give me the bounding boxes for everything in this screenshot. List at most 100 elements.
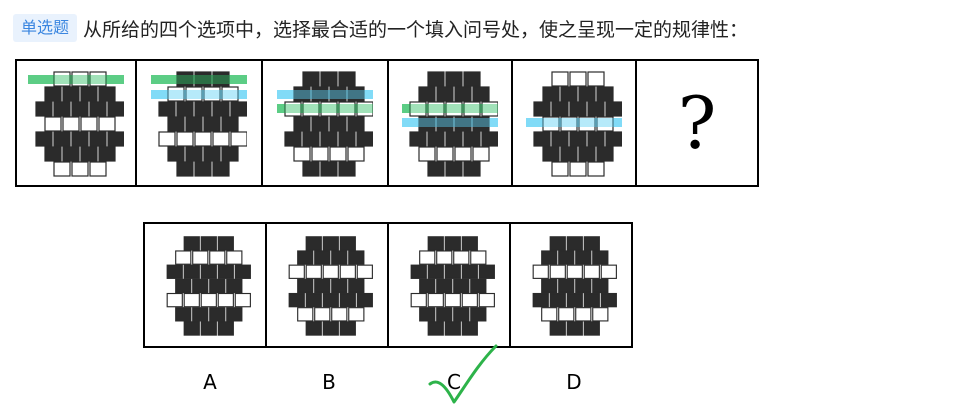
hex-block (470, 250, 487, 265)
hex-block (569, 131, 587, 147)
hex-block (107, 101, 124, 117)
hex-block (560, 116, 578, 132)
hex-block (44, 86, 62, 102)
hex-block (311, 116, 329, 132)
hex-block (338, 71, 356, 87)
option-label-a[interactable]: A (203, 370, 217, 394)
hex-block (445, 131, 463, 147)
hex-block (98, 146, 116, 162)
hex-block (453, 278, 470, 294)
hex-block (293, 86, 311, 102)
hex-block (89, 131, 107, 147)
hex-block (194, 161, 212, 177)
hex-block (348, 250, 365, 265)
hex-block (587, 71, 605, 87)
hex-block (566, 292, 583, 308)
hex-block (194, 101, 212, 117)
option-label-c[interactable]: C (447, 370, 461, 394)
hex-block (302, 71, 320, 87)
hex-block (419, 250, 436, 265)
hex-block (478, 264, 495, 279)
puzzle-figure: ? (10, 57, 762, 407)
hex-block (297, 278, 314, 294)
hex-block (569, 71, 587, 87)
hex-block (551, 101, 569, 117)
hex-block (221, 146, 239, 162)
hex-block (461, 236, 478, 251)
hex-block (331, 307, 348, 322)
hex-block (305, 236, 322, 251)
sequence-cell-2 (135, 59, 263, 187)
hex-block (302, 131, 320, 147)
hex-block (320, 71, 338, 87)
hex-block (183, 264, 200, 279)
hex-block (71, 71, 89, 87)
hex-block (427, 161, 445, 177)
highlight-band-overlay (277, 90, 373, 99)
option-c-cell[interactable] (387, 222, 511, 348)
hex-block (288, 292, 305, 308)
hex-block (347, 146, 365, 162)
hex-block (226, 307, 243, 322)
hex-block (89, 161, 107, 177)
hex-block (200, 292, 217, 308)
hex-block (176, 131, 194, 147)
hex-block (338, 131, 356, 147)
hex-block (314, 278, 331, 294)
hex-block (427, 236, 444, 251)
hex-block (605, 101, 622, 117)
hex-block (551, 161, 569, 177)
hex-block (175, 250, 192, 265)
hex-block (419, 278, 436, 294)
hex-block (560, 86, 578, 102)
hex-block (217, 321, 234, 336)
hex-block (558, 250, 575, 265)
hex-grid-figure (277, 71, 373, 177)
hex-block (293, 146, 311, 162)
hex-block (183, 321, 200, 336)
hex-block (569, 101, 587, 117)
hex-block (596, 116, 614, 132)
hex-block (158, 101, 176, 117)
hex-block (80, 116, 98, 132)
hex-block (541, 250, 558, 265)
hex-block (107, 131, 124, 147)
hex-block (284, 131, 302, 147)
hex-block (35, 101, 53, 117)
hex-block (329, 146, 347, 162)
hex-block (175, 307, 192, 322)
hex-block (549, 292, 566, 308)
hex-block (461, 292, 478, 308)
hex-block (533, 101, 551, 117)
hex-block (194, 71, 212, 87)
hex-block (542, 116, 560, 132)
hex-block (302, 101, 320, 117)
hex-block (329, 86, 347, 102)
hex-block (200, 321, 217, 336)
hex-block (463, 101, 481, 117)
option-label-b[interactable]: B (322, 370, 336, 394)
hex-block (311, 86, 329, 102)
hex-block (427, 321, 444, 336)
hex-block (541, 278, 558, 294)
option-d-cell[interactable] (509, 222, 633, 348)
hex-block (176, 161, 194, 177)
hex-block (176, 101, 194, 117)
hex-block (454, 116, 472, 132)
hex-block (98, 116, 116, 132)
hex-block (212, 131, 230, 147)
hex-block (583, 292, 600, 308)
hex-block (293, 116, 311, 132)
highlight-band-overlay (151, 75, 247, 84)
hex-block (419, 307, 436, 322)
hex-block (472, 116, 490, 132)
option-b-cell[interactable] (265, 222, 389, 348)
option-a-cell[interactable] (143, 222, 267, 348)
hex-block (284, 101, 302, 117)
hex-block (427, 71, 445, 87)
hex-block (209, 278, 226, 294)
hex-block (331, 278, 348, 294)
hex-block (339, 321, 356, 336)
option-label-d[interactable]: D (566, 370, 582, 394)
sequence-cell-5 (511, 59, 637, 187)
